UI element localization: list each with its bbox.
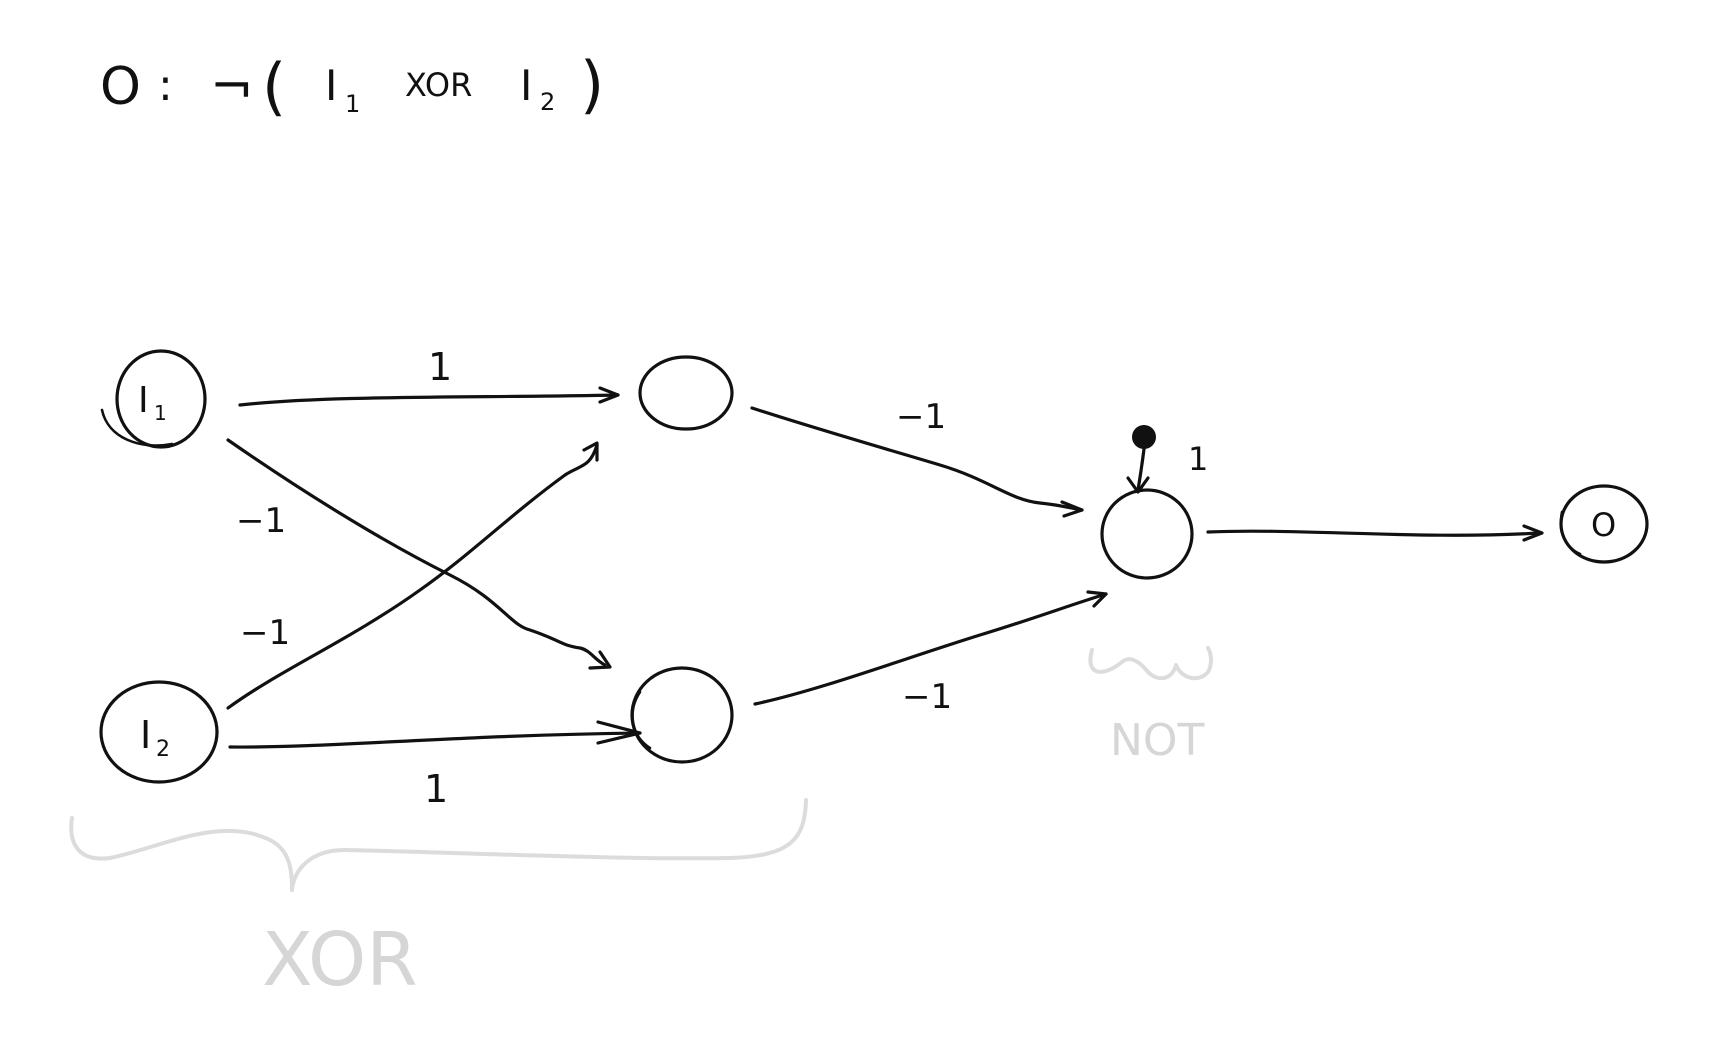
arrow-head-icon (1522, 524, 1544, 542)
weight-labels: 1 −1 −1 1 −1 −1 1 (236, 345, 1208, 811)
edge-bottom-to-not (753, 590, 1108, 706)
arrow-head-icon (598, 386, 620, 404)
edge-line (238, 393, 620, 407)
node-circle (99, 680, 219, 784)
input-node-i1: I 1 (100, 349, 207, 449)
weight-i1-to-top: 1 (428, 345, 452, 389)
formula-input1-sub: 1 (345, 90, 360, 118)
node-circle-stroke (1559, 510, 1582, 556)
edge-top-to-not (750, 406, 1084, 518)
weight-bias-to-not: 1 (1188, 440, 1208, 478)
formula-close-paren: ) (580, 48, 604, 121)
arrow-head-icon (1086, 590, 1108, 608)
node-circle-stroke (631, 690, 652, 750)
weight-bottom-to-not: −1 (902, 677, 952, 717)
xor-group-label: XOR (262, 917, 418, 1003)
hidden-node-top (638, 355, 734, 431)
edge-line (226, 443, 599, 710)
weight-i1-to-bottom: −1 (236, 501, 286, 541)
edge-i1-to-bottom (226, 438, 612, 670)
edge-i1-to-top (238, 386, 620, 407)
edge-i2-to-top (226, 441, 599, 710)
output-node-label: O (1591, 506, 1616, 544)
edge-line (753, 592, 1108, 706)
hidden-node-bottom (630, 666, 734, 764)
edge-line (226, 438, 607, 667)
not-node (1100, 488, 1194, 580)
node-circle (630, 666, 734, 764)
edge-i2-to-bottom (228, 720, 642, 749)
formula-input2: I (520, 61, 532, 110)
arrow-head-icon (582, 441, 599, 462)
input-node-i2: I 2 (99, 680, 219, 784)
formula-operator: XOR (405, 66, 472, 104)
xor-group-annotation: XOR (69, 798, 808, 1003)
edge-line (750, 406, 1084, 512)
output-node: O (1559, 484, 1649, 564)
arrow-head-icon (596, 720, 642, 745)
edge-line (1136, 447, 1146, 492)
edge-bias-to-not (1126, 447, 1150, 494)
node-label: I (138, 380, 149, 421)
formula-input1: I (325, 61, 337, 110)
weight-i2-to-top: −1 (240, 613, 290, 653)
edge-line (228, 731, 642, 749)
not-group-annotation: NOT (1088, 646, 1213, 766)
arrow-head-icon (1060, 500, 1084, 518)
xor-group-brace (69, 798, 808, 892)
node-circle (115, 349, 207, 449)
arrow-head-icon (1126, 476, 1150, 494)
formula-open-paren: ( (262, 50, 286, 123)
formula-negation: ¬ (210, 57, 254, 117)
node-label-sub: 1 (154, 401, 167, 425)
formula-colon: : (158, 60, 173, 111)
edge-not-to-output (1206, 524, 1544, 542)
arrow-head-icon (588, 650, 612, 670)
bias-node (1132, 425, 1156, 449)
not-group-label: NOT (1110, 715, 1205, 766)
formula-output: O (100, 57, 141, 117)
node-circle-stroke (100, 408, 174, 447)
not-group-brace (1088, 646, 1213, 681)
weight-i2-to-bottom: 1 (424, 767, 448, 811)
node-label: I (140, 713, 151, 757)
node-label-sub: 2 (156, 737, 170, 762)
weight-top-to-not: −1 (896, 397, 946, 437)
edge-line (1206, 529, 1542, 537)
formula: O : ¬ ( I 1 XOR I 2 ) (100, 48, 604, 123)
formula-input2-sub: 2 (540, 88, 555, 116)
